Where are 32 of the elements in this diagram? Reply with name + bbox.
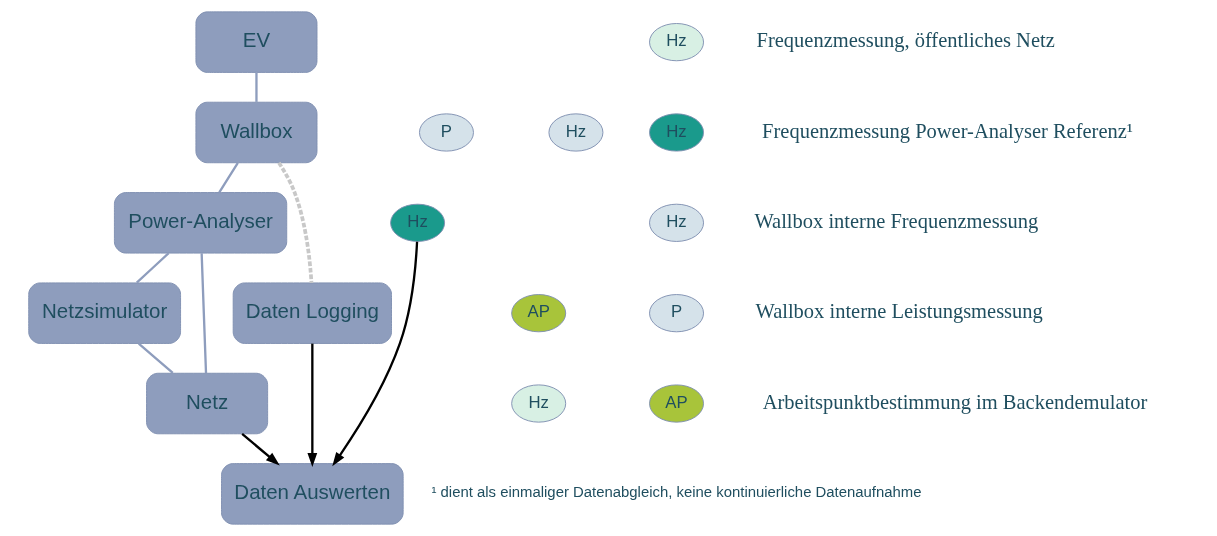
node-ellipse: Hz bbox=[510, 384, 566, 423]
node-label: Wallbox interne Leistungsmessung bbox=[754, 300, 1043, 323]
node-ellipse: Hz bbox=[389, 203, 445, 242]
node-label: Arbeitspunktbestimmung im Backendemulator bbox=[762, 390, 1147, 413]
node-box: Daten Auswerten bbox=[220, 463, 404, 525]
node-ellipse: P bbox=[418, 113, 474, 152]
label: ¹ dient als einmaliger Datenabgleich, keine kontinuierliche Datenaufnahme bbox=[431, 484, 922, 501]
arrow bbox=[331, 241, 418, 467]
connector bbox=[254, 72, 258, 102]
node-ellipse: AP bbox=[648, 384, 704, 423]
node-box: Netz bbox=[145, 372, 268, 435]
node-box: Power-Analyser bbox=[113, 192, 287, 254]
node-ellipse: P bbox=[648, 294, 704, 333]
connector bbox=[276, 161, 313, 283]
node-box: Netzsimulator bbox=[27, 282, 181, 344]
connector bbox=[217, 162, 239, 193]
node-ellipse: Hz bbox=[648, 23, 704, 62]
node-ellipse: Hz bbox=[648, 113, 704, 152]
node-ellipse: AP bbox=[510, 294, 566, 333]
node-box: Wallbox bbox=[194, 101, 317, 164]
node-ellipse: Hz bbox=[547, 113, 603, 152]
node-label: Wallbox interne Frequenzmessung bbox=[753, 210, 1038, 233]
arrow bbox=[240, 433, 280, 466]
node-ellipse: Hz bbox=[648, 203, 704, 242]
node-box: Daten Logging bbox=[232, 282, 392, 344]
node-label: Frequenzmessung, öffentliches Netz bbox=[756, 29, 1055, 52]
node-label: Frequenzmessung Power-Analyser Referenz¹ bbox=[761, 119, 1133, 142]
connector bbox=[137, 342, 174, 374]
connector bbox=[200, 253, 207, 374]
arrow bbox=[306, 343, 317, 467]
node-box: EV bbox=[194, 11, 317, 73]
connector bbox=[135, 252, 169, 284]
